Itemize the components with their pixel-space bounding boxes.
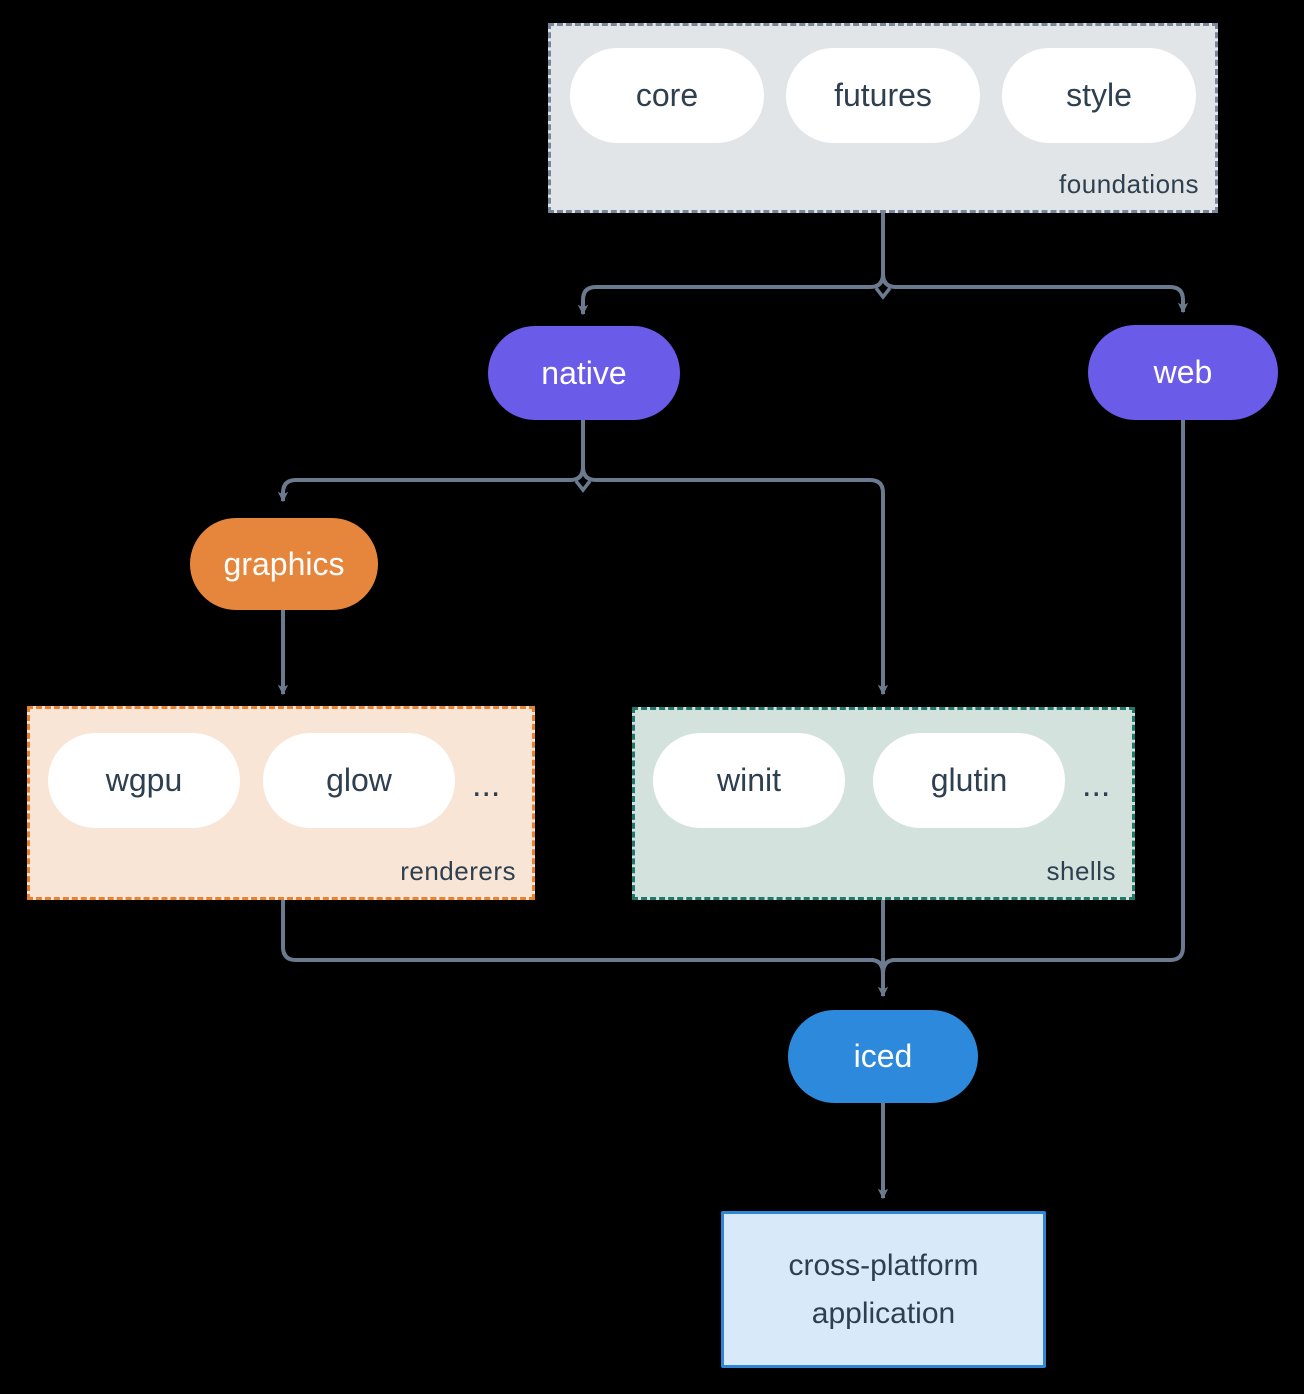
edge-renderers-merge (281, 900, 874, 962)
edge-native-graphics (277, 466, 585, 503)
node-application: cross-platform application (721, 1211, 1046, 1368)
node-native: native (488, 326, 680, 420)
node-web: web (1088, 325, 1278, 420)
edge-web-merge (892, 420, 1185, 962)
ellipsis-shells: ... (1082, 766, 1111, 804)
node-graphics: graphics (190, 518, 378, 610)
node-glow: glow (263, 733, 455, 828)
node-style: style (1002, 48, 1196, 143)
junction-notch-native (574, 479, 592, 493)
node-winit: winit (653, 733, 845, 828)
group-label-shells: shells (1046, 856, 1116, 886)
application-label: cross-platform application (788, 1248, 979, 1330)
node-iced: iced (788, 1010, 978, 1103)
node-futures: futures (786, 48, 980, 143)
node-wgpu: wgpu (48, 733, 240, 828)
ellipsis-renderers: ... (472, 766, 501, 804)
edge-foundations-web (881, 273, 1189, 314)
group-label-renderers: renderers (400, 856, 516, 886)
node-core: core (570, 48, 764, 143)
node-glutin: glutin (873, 733, 1065, 828)
edge-native-shells (581, 466, 889, 696)
group-label-foundations: foundations (1059, 169, 1199, 199)
edge-foundations-native (577, 273, 885, 316)
junction-notch-foundations (874, 286, 892, 300)
